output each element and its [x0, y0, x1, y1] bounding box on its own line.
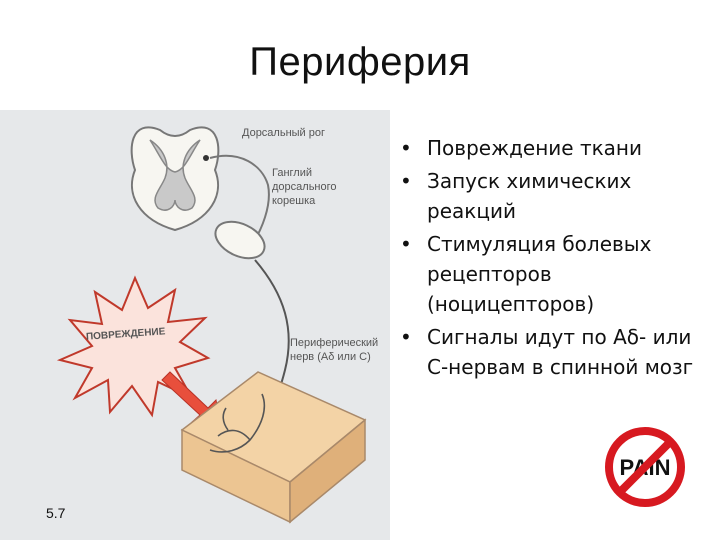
bullet-dot-icon: •: [400, 325, 412, 349]
bullet-list: • Повреждение ткани • Запуск химических ре…: [400, 133, 715, 385]
dorsal-root: [209, 154, 270, 249]
slide-title: Периферия: [249, 40, 471, 84]
bullet-item: • Повреждение ткани: [400, 133, 715, 163]
grey-matter-shape: [149, 139, 201, 211]
skin-block-side: [289, 418, 366, 524]
bullet-dot-icon: •: [400, 232, 412, 256]
bullet-item: • Стимуляция болевых рецепторов (ноцицепт…: [400, 229, 715, 319]
nerve-diagram-drawing: [56, 126, 367, 524]
bullet-dot-icon: •: [400, 136, 412, 160]
dorsal-root-ganglion: [214, 220, 266, 260]
bullet-text: Повреждение ткани: [427, 136, 643, 160]
no-pain-icon: PAIN: [605, 427, 685, 507]
page-number: 5.7: [46, 505, 66, 521]
label-peripheral-nerve: Периферический нерв (Аδ или С): [290, 337, 379, 363]
bullet-item: • Запуск химических реакций: [400, 166, 715, 226]
nerve-endings: [209, 393, 266, 453]
label-dorsal-horn: Дорсальный рог: [242, 127, 326, 139]
bullet-item: • Сигналы идут по Аδ- или С-нервам в спин…: [400, 322, 715, 382]
bullet-text: Запуск химических реакций: [427, 169, 632, 223]
bullet-dot-icon: •: [400, 169, 412, 193]
dorsal-horn-marker: [203, 155, 209, 161]
bullet-text: Сигналы идут по Аδ- или С-нервам в спинн…: [427, 325, 694, 379]
nerve-diagram: Дорсальный рог Ганглий дорсального кореш…: [0, 110, 390, 540]
label-ganglion: Ганглий дорсального корешка: [272, 167, 337, 207]
bullet-text: Стимуляция болевых рецепторов (ноцицепто…: [427, 232, 652, 316]
